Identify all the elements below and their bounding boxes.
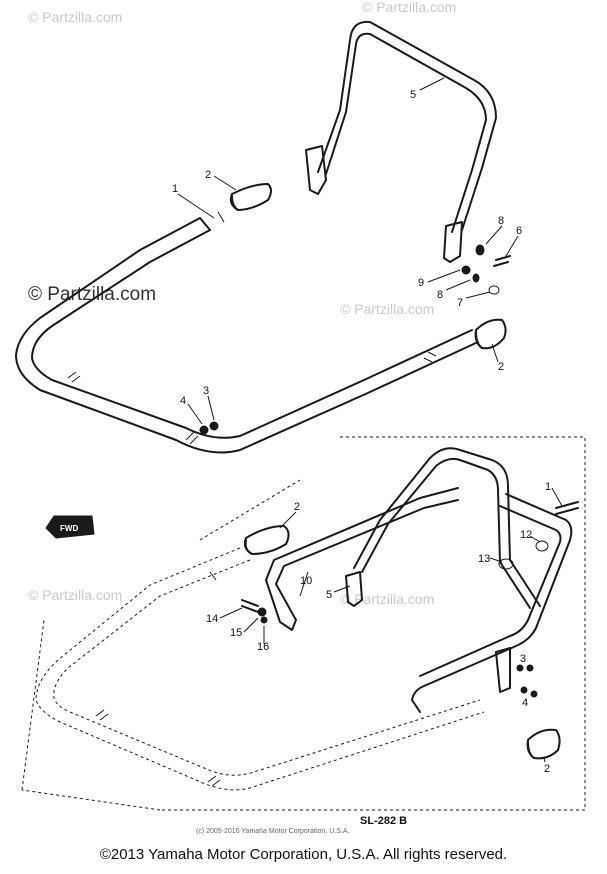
lower-collar-12 [535,540,549,552]
watermark-lower-right: © Partzilla.com [340,591,434,607]
forward-label: FWD [60,524,78,533]
upper-nut-8 [475,244,485,256]
lower-hardware-group [241,501,579,698]
watermark-top-left: © Partzilla.com [28,9,122,25]
callout-lower-12: 12 [520,529,532,541]
upper-bolt-6 [493,255,511,267]
callout-lower-10: 10 [300,575,312,587]
diagram-code: SL-282 B [360,815,407,827]
upper-handle-rail [15,211,479,454]
lower-nut-16 [260,616,268,624]
footer-copyright: ©2013 Yamaha Motor Corporation, U.S.A. A… [99,846,508,863]
lower-handle-rail [35,547,485,791]
callout-upper-5: 5 [410,89,416,101]
callout-upper-1: 1 [172,183,178,195]
upper-washer-9 [461,265,471,275]
callout-upper-9: 9 [418,277,424,289]
upper-leader-lines [177,77,519,425]
watermark-mid-left: © Partzilla.com [28,284,156,305]
lower-leader-lines [219,487,563,763]
callout-upper-3: 3 [203,385,209,397]
callout-upper-2b: 2 [498,361,504,373]
lower-washer-4 [520,686,528,694]
lower-side-bar [265,487,459,631]
callout-lower-16: 16 [257,641,269,653]
lower-frame [411,493,573,713]
callout-upper-4: 4 [180,395,186,407]
lower-bolt-14 [241,599,259,613]
callout-lower-2b: 2 [544,763,550,775]
callout-lower-14: 14 [206,613,218,625]
callout-lower-1: 1 [545,481,551,493]
callout-upper-2a: 2 [205,169,211,181]
watermark-top-right: © Partzilla.com [362,0,456,15]
upper-grab-bar [305,20,497,263]
callout-upper-6: 6 [516,225,522,237]
upper-nut-4 [199,425,209,435]
upper-hardware-group [199,244,511,435]
callout-lower-3: 3 [520,653,526,665]
lower-nut-4 [530,690,538,698]
small-copyright: (c) 2005-2016 Yamaha Motor Corporation, … [196,828,349,835]
lower-washer-15 [257,607,267,617]
callout-upper-8b: 8 [437,289,443,301]
lower-grab-bar [345,447,541,609]
callout-upper-8a: 8 [498,215,504,227]
upper-nut-8b [472,273,480,283]
upper-washer-3 [209,421,219,431]
callout-lower-15: 15 [230,627,242,639]
forward-arrow-icon: FWD [45,515,95,539]
callout-lower-13: 13 [478,553,490,565]
lower-nut-3 [526,664,534,672]
upper-cap-7 [488,285,500,295]
lower-assembly-boundary [21,436,586,811]
upper-end-cap-right [474,318,507,350]
callout-upper-7: 7 [457,297,463,309]
lower-collar-13 [498,558,514,570]
watermark-mid-right: © Partzilla.com [340,301,434,317]
callout-lower-4: 4 [522,697,528,709]
callout-lower-5: 5 [326,589,332,601]
lower-washer-3 [516,664,524,672]
lower-bolt-1 [555,501,579,515]
lower-end-cap-left [243,525,290,555]
watermark-lower-left: © Partzilla.com [28,587,122,603]
lower-end-cap-right [526,728,561,760]
upper-end-cap-left [229,183,272,211]
callout-lower-2a: 2 [294,501,300,513]
